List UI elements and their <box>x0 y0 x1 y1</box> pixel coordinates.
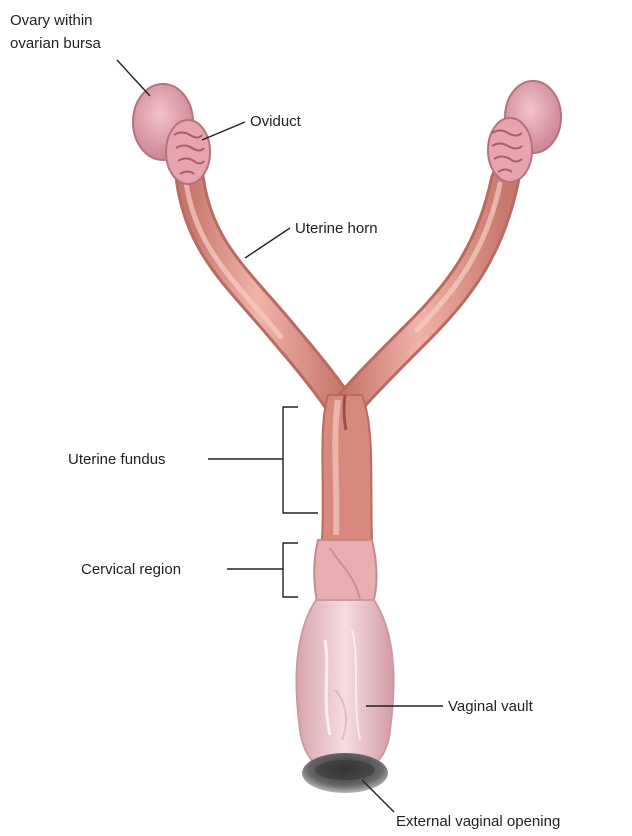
cervical-region-bracket <box>283 543 298 597</box>
label-oviduct: Oviduct <box>250 113 302 130</box>
uterine-horn-leader <box>245 228 290 258</box>
external-vaginal-opening-mark <box>302 753 388 793</box>
label-cervical-region: Cervical region <box>81 561 181 578</box>
label-ovary-line1: Ovary within <box>10 12 93 29</box>
cervix <box>314 540 376 605</box>
label-uterine-fundus: Uterine fundus <box>68 451 166 468</box>
vagina <box>296 600 393 778</box>
uterine-fundus-bracket <box>283 407 318 513</box>
ovary-leader <box>117 60 150 96</box>
leader-lines <box>117 60 443 812</box>
label-ovary-line2: ovarian bursa <box>10 35 102 52</box>
oviduct-leader <box>202 122 245 140</box>
label-vaginal-vault: Vaginal vault <box>448 698 534 715</box>
label-uterine-horn: Uterine horn <box>295 220 378 237</box>
label-external-vaginal-opening: External vaginal opening <box>396 813 560 830</box>
uterine-body <box>322 395 372 540</box>
left-ovary <box>133 84 210 184</box>
right-uterine-horn <box>348 180 505 405</box>
left-uterine-horn <box>186 180 340 405</box>
right-ovary <box>488 81 561 182</box>
